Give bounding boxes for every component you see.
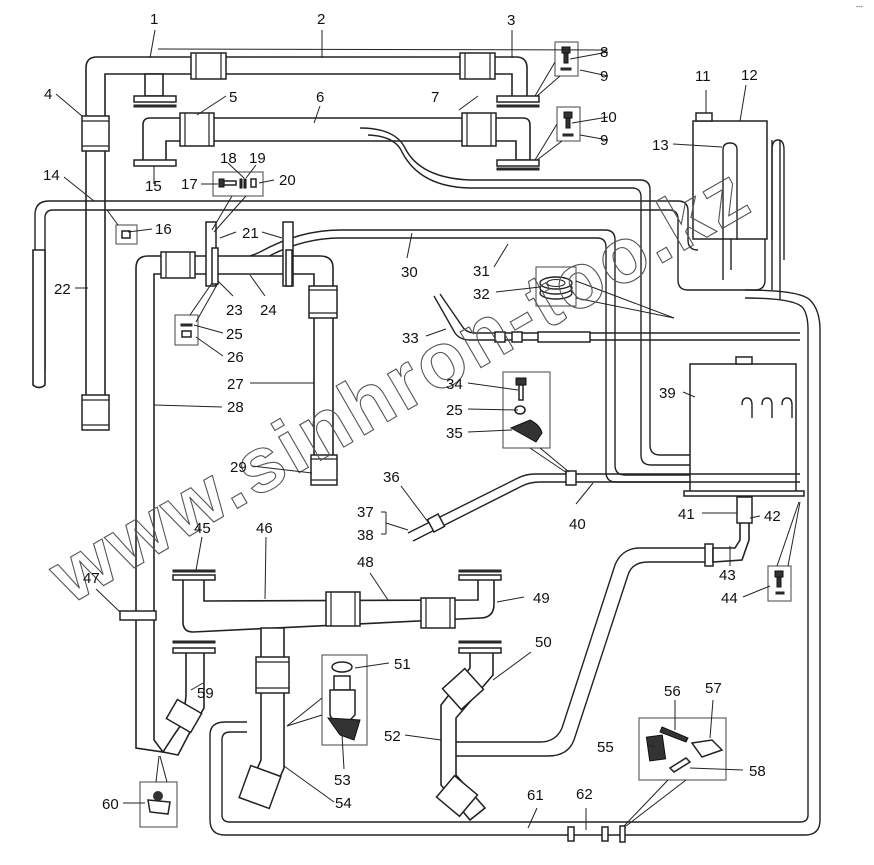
callout-60: 60	[102, 796, 119, 813]
callout-62: 62	[576, 786, 593, 803]
callout-30: 30	[401, 264, 418, 281]
inset-clamp-17-20	[211, 171, 264, 233]
callout-38: 38	[357, 527, 374, 544]
leader-lines	[55, 29, 771, 830]
callout-24: 24	[260, 302, 277, 319]
callout-45: 45	[194, 520, 211, 537]
callout-53: 53	[334, 772, 351, 789]
inset-kit-55-58	[623, 717, 727, 827]
callout-19: 19	[249, 150, 266, 167]
callout-25: 25	[446, 402, 463, 419]
callout-37: 37	[357, 504, 374, 521]
callout-40: 40	[569, 516, 586, 533]
hose-clamp	[81, 115, 110, 152]
callout-39: 39	[659, 385, 676, 402]
callout-23: 23	[226, 302, 243, 319]
callout-14: 14	[43, 167, 60, 184]
callout-10: 10	[600, 109, 617, 126]
hose-clamp	[459, 52, 496, 80]
inset-fitting-16	[106, 209, 138, 245]
hose-22	[32, 249, 46, 389]
callout-61: 61	[527, 787, 544, 804]
callout-7: 7	[431, 89, 439, 106]
callout-25: 25	[226, 326, 243, 343]
lower-pipe-loop	[119, 221, 338, 756]
callout-9: 9	[600, 68, 608, 85]
callout-18: 18	[220, 150, 237, 167]
inset-clip-34-35	[502, 371, 570, 474]
inset-washer-25-26	[174, 282, 219, 346]
callout-42: 42	[764, 508, 781, 525]
hose-40	[407, 470, 800, 542]
callout-1: 1	[150, 11, 158, 28]
callout-28: 28	[227, 399, 244, 416]
corner-mark: ---	[856, 4, 864, 11]
inset-drain-valve-51-53	[286, 654, 368, 746]
callout-27: 27	[227, 376, 244, 393]
callout-26: 26	[227, 349, 244, 366]
inset-ring-32	[535, 266, 675, 319]
callout-44: 44	[721, 590, 738, 607]
callout-17: 17	[181, 176, 198, 193]
callout-6: 6	[316, 89, 324, 106]
callout-34: 34	[446, 376, 463, 393]
callout-11: 11	[695, 68, 711, 85]
callout-43: 43	[719, 567, 736, 584]
callout-36: 36	[383, 469, 400, 486]
cross-pipe-assembly	[172, 496, 753, 822]
inset-valve-60	[139, 755, 178, 828]
upper-pipe-assembly	[81, 52, 540, 431]
bottom-pipe	[567, 825, 626, 843]
callout-5: 5	[229, 89, 237, 106]
callout-58: 58	[749, 763, 766, 780]
callout-57: 57	[705, 680, 722, 697]
callout-13: 13	[652, 137, 669, 154]
callout-31: 31	[473, 263, 490, 280]
expansion-tank	[683, 356, 805, 497]
callout-32: 32	[473, 286, 490, 303]
inset-bolt-10-9	[534, 106, 581, 161]
callout-46: 46	[256, 520, 273, 537]
callout-2: 2	[317, 11, 325, 28]
hose-clamp	[190, 52, 227, 80]
callout-29: 29	[230, 459, 247, 476]
callout-8: 8	[600, 44, 608, 61]
callout-55: 55	[597, 739, 614, 756]
inset-bolt-8-9	[534, 41, 579, 97]
callout-49: 49	[533, 590, 550, 607]
callout-35: 35	[446, 425, 463, 442]
callout-54: 54	[335, 795, 352, 812]
callout-9: 9	[600, 132, 608, 149]
callout-59: 59	[197, 685, 214, 702]
callout-48: 48	[357, 554, 374, 571]
callout-22: 22	[54, 281, 71, 298]
callout-20: 20	[279, 172, 296, 189]
callout-41: 41	[678, 506, 695, 523]
callout-51: 51	[394, 656, 411, 673]
callout-47: 47	[83, 570, 100, 587]
callout-4: 4	[44, 86, 52, 103]
coolant-tank	[692, 112, 785, 260]
callout-33: 33	[402, 330, 419, 347]
callout-56: 56	[664, 683, 681, 700]
inset-bolt-44	[767, 501, 801, 602]
callout-15: 15	[145, 178, 162, 195]
callout-52: 52	[384, 728, 401, 745]
callout-12: 12	[741, 67, 758, 84]
callout-50: 50	[535, 634, 552, 651]
callout-21: 21	[242, 225, 259, 242]
callout-16: 16	[155, 221, 172, 238]
callout-labels: 1 2 3 4 5 6 7 8 9 10 9 11 12 13 14 15 17…	[43, 11, 781, 813]
middle-pipe-assembly	[133, 112, 540, 171]
callout-3: 3	[507, 12, 515, 29]
